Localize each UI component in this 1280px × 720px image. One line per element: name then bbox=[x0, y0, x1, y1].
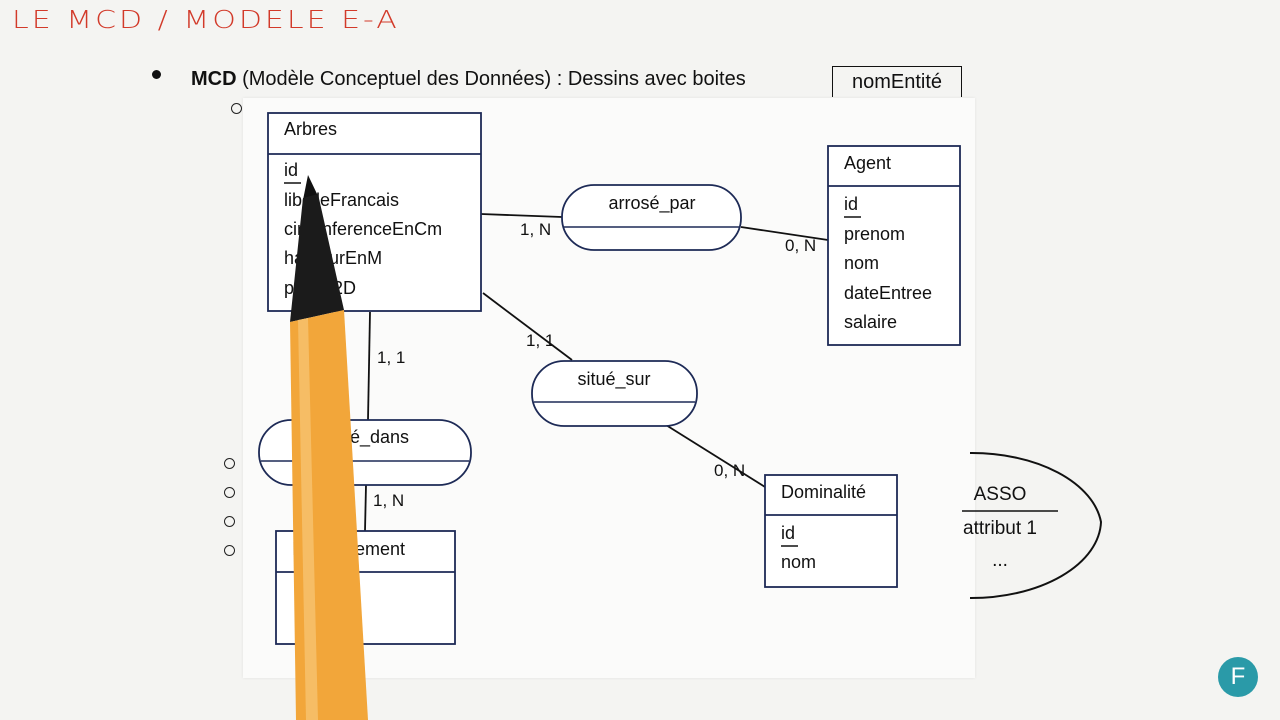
mcd-heading: MCD (Modèle Conceptuel des Données) : De… bbox=[191, 68, 746, 91]
card-arbres-situe: 1, 1 bbox=[526, 331, 554, 350]
asso-more: ... bbox=[992, 550, 1008, 571]
attr-id: id bbox=[284, 160, 298, 180]
attr-id: id bbox=[844, 194, 858, 214]
card-dominalite-situe: 0, N bbox=[714, 461, 745, 480]
card-agent-arrose: 0, N bbox=[785, 236, 816, 255]
pen-tip bbox=[303, 175, 318, 200]
card-arbres-pose: 1, 1 bbox=[377, 348, 405, 367]
assoc-arrose-par: arrosé_par bbox=[561, 184, 742, 251]
asso-attr: attribut 1 bbox=[963, 518, 1037, 539]
line-situe-dominalite bbox=[665, 424, 766, 488]
asso-ellipse bbox=[969, 451, 1103, 600]
assoc-situe-sur: situé_sur bbox=[531, 360, 698, 427]
attr-nom: nom bbox=[844, 253, 879, 273]
card-etab-pose: 1, N bbox=[373, 491, 404, 510]
entity-agent: Agent id prenom nom dateEntree salaire bbox=[827, 145, 961, 346]
card-arbres-arrose: 1, N bbox=[520, 220, 551, 239]
bullet-dot bbox=[152, 70, 161, 79]
relation-lines bbox=[364, 213, 829, 532]
line-arrose-agent bbox=[740, 226, 829, 241]
line-arbres-arrose bbox=[480, 213, 563, 218]
asso-legend: ASSO attribut 1 ... bbox=[962, 451, 1103, 600]
line-pose-etab bbox=[364, 484, 367, 532]
sub-bullet bbox=[224, 487, 235, 498]
pen-highlight bbox=[298, 318, 318, 720]
attr-dateentree: dateEntree bbox=[844, 283, 932, 303]
line-arbres-situe bbox=[482, 292, 573, 361]
assoc-shape bbox=[531, 360, 698, 427]
handwritten-title: LE MCD / MODELE E-A bbox=[12, 6, 400, 35]
pen-cone bbox=[290, 194, 344, 322]
channel-logo: F bbox=[1218, 657, 1258, 697]
entity-title: Dominalité bbox=[781, 482, 866, 502]
sub-bullet bbox=[224, 516, 235, 527]
sub-bullet bbox=[224, 545, 235, 556]
entity-box bbox=[827, 145, 961, 346]
heading-bold: MCD bbox=[191, 68, 237, 90]
entity-dominalite: Dominalité id nom bbox=[764, 474, 898, 588]
attr-nom: nom bbox=[781, 552, 816, 572]
asso-title: ASSO bbox=[974, 484, 1027, 505]
assoc-pose-dans: posé_dans bbox=[258, 419, 472, 486]
attr-id: id bbox=[781, 523, 795, 543]
entity-box bbox=[764, 474, 898, 588]
attr-libelle: libelleFrancais bbox=[284, 190, 399, 210]
assoc-shape bbox=[561, 184, 742, 251]
pen-icon bbox=[290, 175, 368, 720]
line-arbres-pose bbox=[367, 311, 371, 421]
attr-salaire: salaire bbox=[844, 312, 897, 332]
attr-prenom: prenom bbox=[844, 224, 905, 244]
assoc-label: arrosé_par bbox=[608, 193, 695, 214]
assoc-label: situé_sur bbox=[577, 369, 650, 390]
sub-bullet bbox=[224, 458, 235, 469]
nom-entite-box: nomEntité bbox=[832, 66, 962, 97]
entity-title: Agent bbox=[844, 153, 891, 173]
entity-title: Arbres bbox=[284, 119, 337, 139]
sub-bullet bbox=[231, 103, 242, 114]
heading-rest: (Modèle Conceptuel des Données) : Dessin… bbox=[236, 68, 746, 90]
